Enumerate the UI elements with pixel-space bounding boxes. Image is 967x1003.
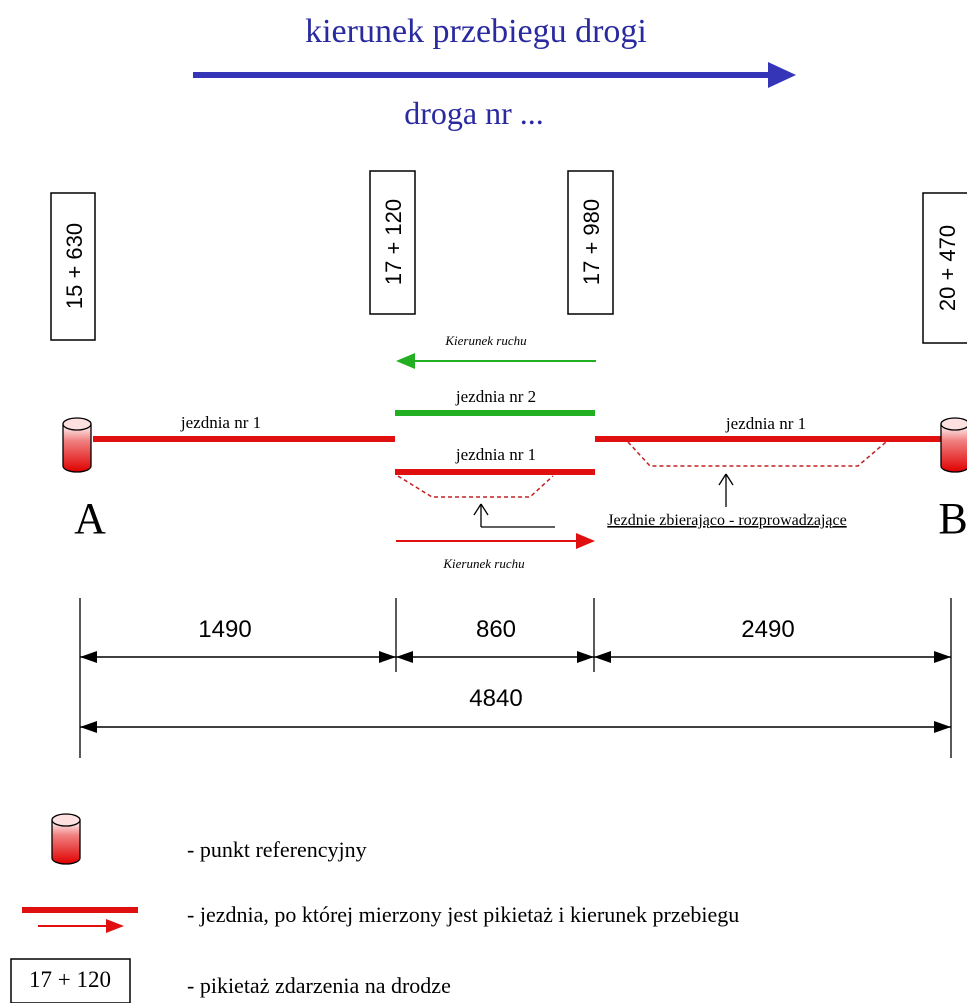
legend-chainage-text: - pikietaż zdarzenia na drodze	[187, 973, 451, 998]
svg-text:17 + 980: 17 + 980	[579, 199, 604, 285]
svg-text:17 + 120: 17 + 120	[29, 967, 111, 992]
reference-point-a-icon	[62, 417, 92, 473]
collector-road-middle	[397, 475, 554, 498]
traffic-direction-upper-label: Kierunek ruchu	[444, 333, 527, 348]
legend-chainage-box: 17 + 120	[10, 958, 131, 1003]
reference-point-b-label: B	[938, 494, 967, 543]
dimension-extension-lines	[79, 598, 952, 758]
chainage-box-17-120: 17 + 120	[369, 170, 416, 315]
direction-title: kierunek przebiegu drogi	[305, 13, 647, 50]
reference-point-b-icon	[940, 417, 967, 473]
carriageway-middle-upper-label: jezdnia nr 2	[455, 387, 536, 406]
dimension-860-label: 860	[476, 616, 516, 643]
carriageway-middle-lower-label: jezdnia nr 1	[455, 445, 536, 464]
traffic-direction-lower-label: Kierunek ruchu	[442, 556, 525, 571]
dimension-2490-label: 2490	[741, 616, 794, 643]
chainage-box-20-470: 20 + 470	[922, 192, 967, 344]
traffic-arrow-green	[396, 353, 596, 369]
collector-pointer-lines	[473, 473, 734, 528]
dimension-total-label: 4840	[469, 685, 522, 712]
chainage-box-17-980: 17 + 980	[567, 170, 614, 315]
carriageway-right-label: jezdnia nr 1	[725, 414, 806, 433]
carriageway-left-label: jezdnia nr 1	[180, 413, 261, 432]
legend-carriageway-text: - jezdnia, po której mierzony jest pikie…	[187, 902, 739, 927]
legend-carriageway-icon	[22, 907, 138, 933]
dimension-line-total	[80, 721, 951, 733]
dimension-line-860	[396, 651, 594, 663]
direction-arrow	[193, 62, 796, 88]
svg-text:20 + 470: 20 + 470	[935, 225, 960, 311]
svg-text:15 + 630: 15 + 630	[62, 223, 87, 309]
collector-roads-label: Jezdnie zbierająco - rozprowadzające	[607, 512, 846, 529]
chainage-box-15-630: 15 + 630	[50, 192, 96, 341]
traffic-arrow-red	[396, 533, 595, 549]
collector-road-right	[627, 441, 887, 467]
dimension-line-2490	[594, 651, 951, 663]
dimension-1490-label: 1490	[198, 616, 251, 643]
dimension-line-1490	[80, 651, 396, 663]
road-number-label: droga nr ...	[404, 95, 544, 131]
reference-point-a-label: A	[74, 494, 106, 543]
svg-text:17 + 120: 17 + 120	[381, 199, 406, 285]
legend-reference-point-text: - punkt referencyjny	[187, 837, 367, 862]
legend-reference-point-icon	[51, 813, 81, 865]
